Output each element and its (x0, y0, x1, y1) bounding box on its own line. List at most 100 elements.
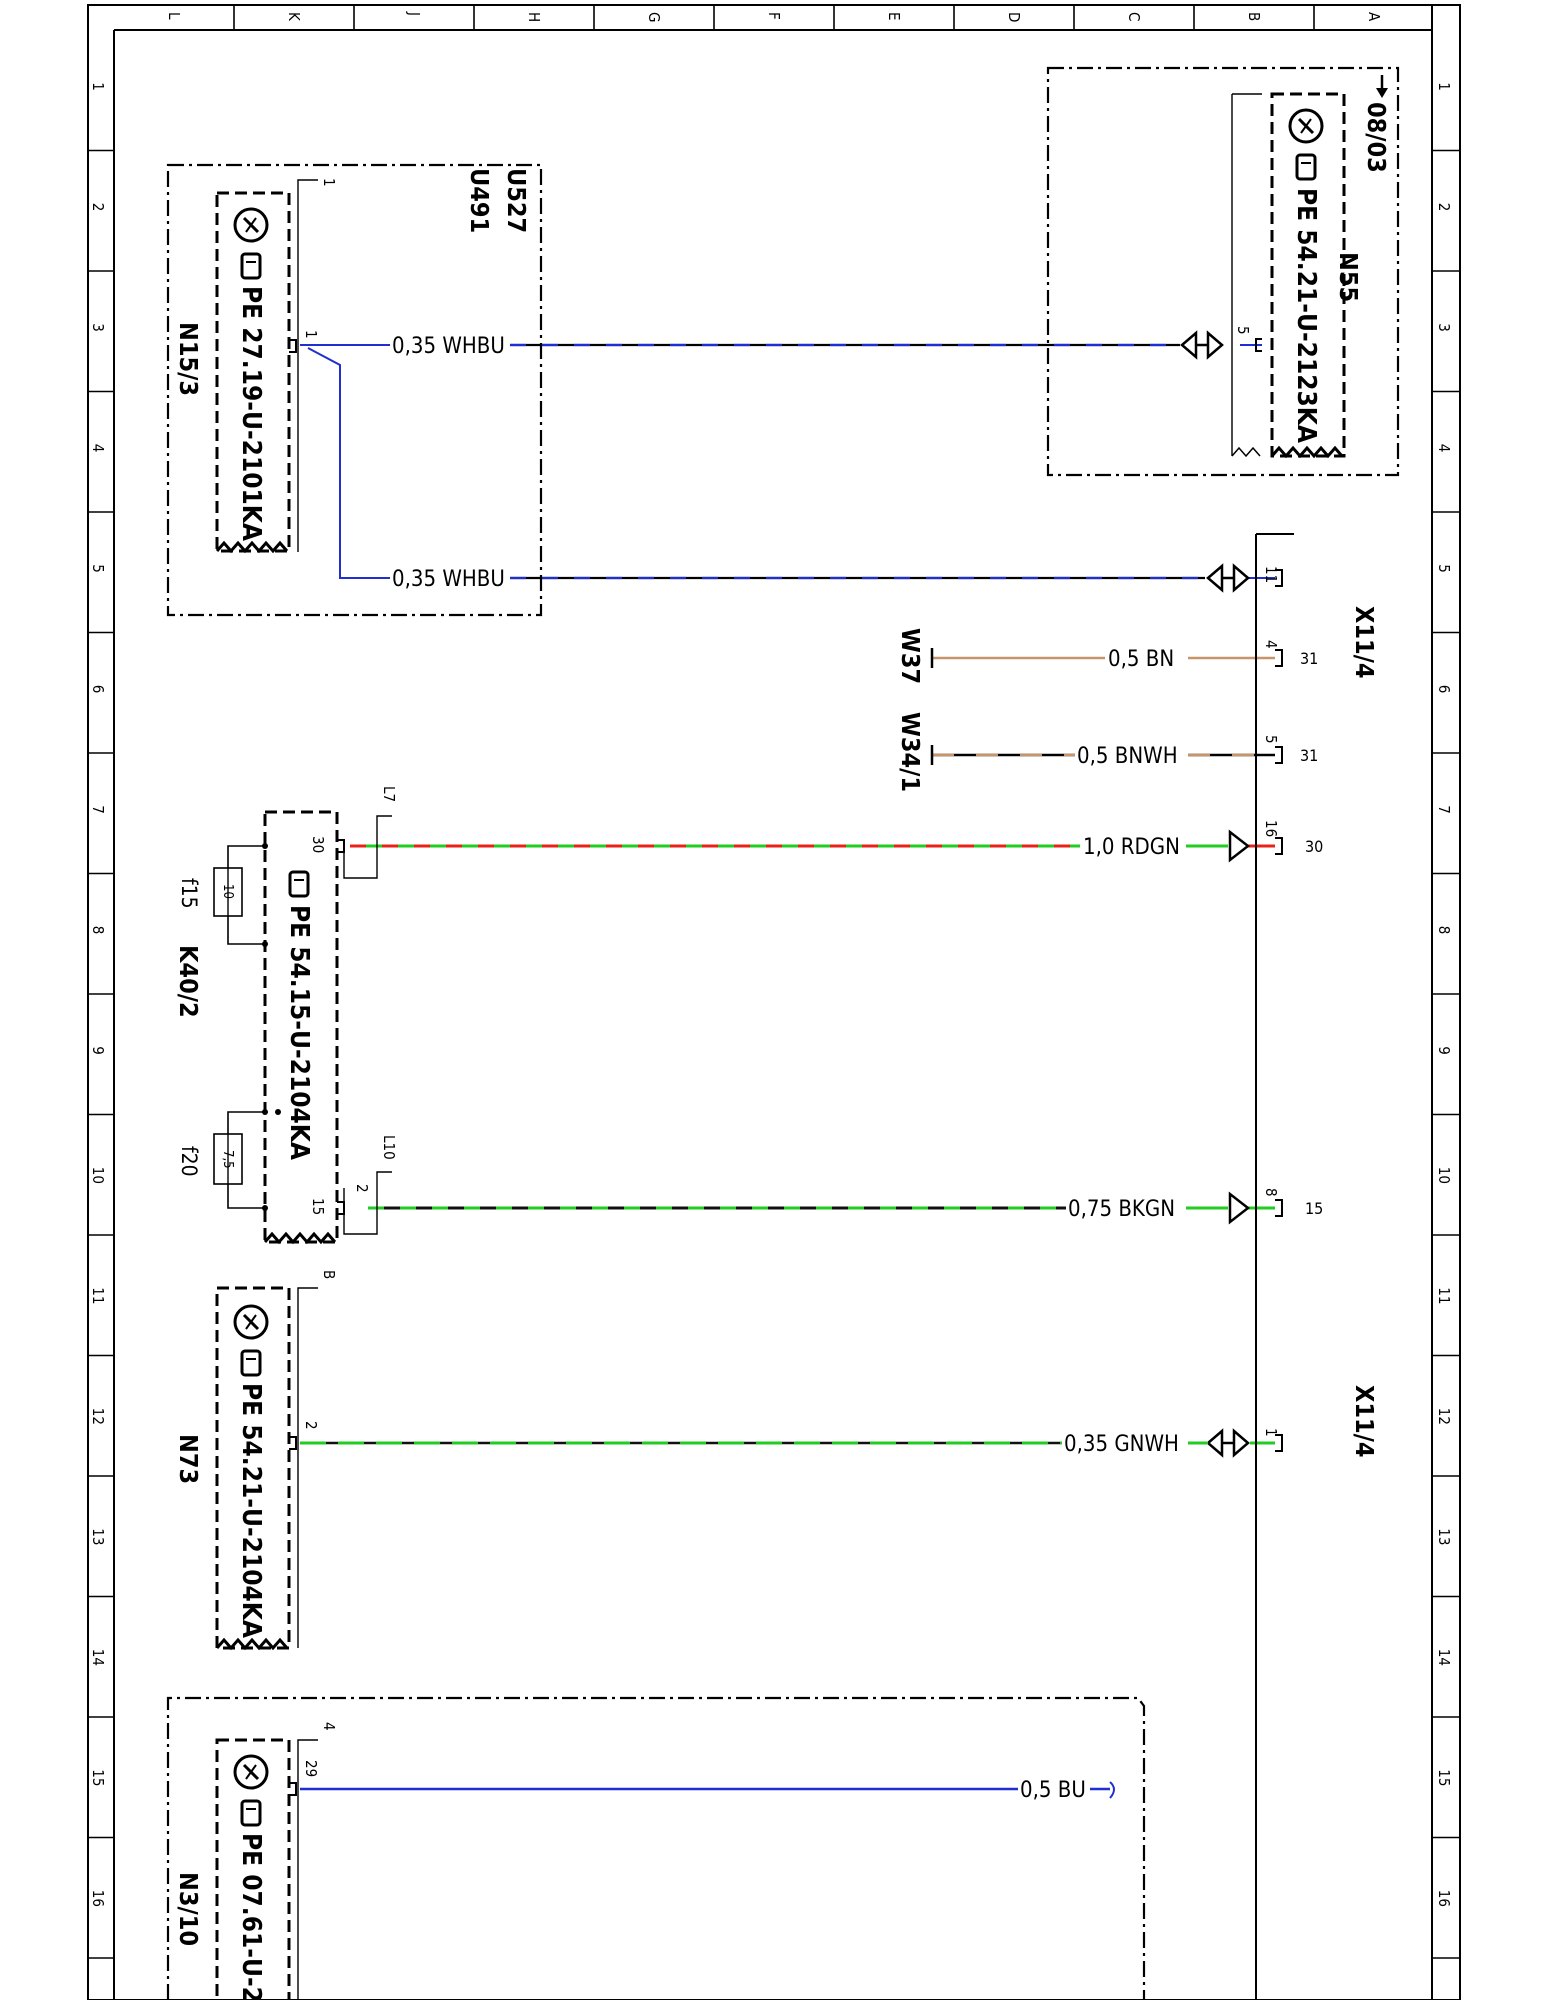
x11-4-connector-bar (1255, 533, 1294, 2000)
n3-10-module (215, 1738, 291, 2005)
component-u491: U491 (465, 168, 494, 233)
wire-label-rdgn: 1,0 RDGN (1083, 835, 1180, 860)
grid-row-label: 16 (1435, 1890, 1453, 1907)
n3-10-connector: 4 (320, 1722, 338, 1731)
n73-connector-bracket (297, 1287, 318, 1648)
grid-column-label: E (885, 12, 903, 21)
pin-8: 8 (1262, 1188, 1280, 1197)
n73-module (215, 1286, 291, 1650)
grid-row-label: 9 (1435, 1046, 1453, 1055)
n55-pin-5-socket (1255, 338, 1262, 352)
n3-10-block-outline (166, 1696, 1146, 2000)
grid-column-label: K (285, 12, 303, 22)
component-x11-4-top: X11/4 (1350, 606, 1379, 679)
wire-whbu-n15-x11 (307, 347, 1275, 580)
n55-break-mark (1270, 445, 1344, 459)
k40-2-break-mark (263, 1231, 337, 1245)
grid-row-label: 14 (1435, 1649, 1453, 1666)
grid-row-label: 2 (1435, 203, 1453, 212)
grid-row-label: 4 (89, 444, 107, 453)
grid-row-label: 7 (1435, 805, 1453, 814)
connector-arrow-x11-pin1 (1188, 1428, 1250, 1458)
component-x11-4-bottom: X11/4 (1350, 1385, 1379, 1458)
n73-pe-reference: PE 54.21-U-2104KA (236, 1383, 266, 1638)
l7-connector-bracket (343, 815, 392, 879)
grid-column-label: F (765, 12, 783, 20)
component-w37: W37 (896, 628, 925, 684)
grid-row-label: 13 (89, 1528, 107, 1545)
connector-l7: L7 (380, 786, 398, 802)
grid-column-label: A (1365, 12, 1383, 22)
n15-3-break-mark (215, 540, 289, 554)
grid-row-label: 12 (1435, 1408, 1453, 1425)
terminal-31-b: 31 (1300, 746, 1318, 765)
n15-3-module (215, 191, 291, 553)
n55-pe-reference: PE 54.21-U-2123KA (1291, 188, 1321, 443)
reference-arrow (1376, 75, 1388, 98)
grid-row-label: 5 (89, 564, 107, 573)
fuse-f20-label: f20 (177, 1146, 201, 1177)
terminal-15: 15 (1305, 1199, 1323, 1218)
grid-row-label: 5 (1435, 564, 1453, 573)
grid-row-label: 10 (1435, 1167, 1453, 1184)
pointing-hand-icon (240, 1799, 262, 1827)
pointing-hand-icon (288, 870, 310, 898)
n73-break-mark (215, 1637, 289, 1651)
grid-row-label: 15 (89, 1769, 107, 1786)
n73-connector: B (320, 1270, 338, 1279)
grid-row-label: 3 (1435, 323, 1453, 332)
grid-row-label: 11 (89, 1287, 107, 1304)
wire-label-bkgn: 0,75 BKGN (1068, 1197, 1175, 1222)
k40-2-pe-reference: PE 54.15-U-2104KA (284, 905, 314, 1160)
wire-bn-w37 (930, 648, 1275, 668)
wire-label-bu: 0,5 BU (1020, 1778, 1086, 1803)
fuse-f15-label: f15 (177, 878, 201, 909)
n3-10-connector-bracket (297, 1739, 318, 2000)
pin-1: 1 (1262, 1428, 1280, 1437)
n15-3-connector-bracket (297, 179, 318, 552)
u527-block-outline (166, 163, 543, 617)
grid-row-label: 15 (1435, 1769, 1453, 1786)
pointing-hand-icon (240, 252, 262, 280)
grid-row-label: 2 (89, 203, 107, 212)
k40-2-pin-15: 15 (309, 1198, 327, 1215)
wire-label-bnwh: 0,5 BNWH (1077, 744, 1178, 769)
grid-row-label: 13 (1435, 1528, 1453, 1545)
wire-rdgn-k40 (350, 829, 1275, 863)
component-n55: N55 (1334, 252, 1363, 302)
n73-pin-2: 2 (302, 1421, 320, 1430)
grid-column-label: H (525, 12, 543, 22)
wire-label-bn: 0,5 BN (1108, 647, 1174, 672)
ecu-icon (233, 1304, 269, 1340)
n15-3-pin-1: 1 (302, 330, 320, 339)
grid-column-label: B (1245, 12, 1263, 21)
grid-row-label: 14 (89, 1649, 107, 1666)
ecu-icon (1288, 108, 1324, 144)
grid-row-label: 1 (1435, 82, 1453, 91)
wire-label-whbu-2: 0,35 WHBU (392, 567, 505, 592)
terminal-31-a: 31 (1300, 649, 1318, 668)
grid-row-label: 8 (1435, 926, 1453, 935)
ecu-icon (233, 1754, 269, 1790)
connector-arrow-x11-pin11 (1206, 563, 1250, 593)
wire-label-gnwh: 0,35 GNWH (1064, 1432, 1179, 1457)
wire-label-whbu-1: 0,35 WHBU (392, 334, 505, 359)
grid-row-label: 11 (1435, 1287, 1453, 1304)
pin-4: 4 (1262, 640, 1280, 649)
pin-11: 11 (1262, 566, 1280, 583)
x11-terminal-labels: 31 31 30 15 (1300, 649, 1323, 1218)
k40-2-module (263, 810, 339, 1244)
component-k40-2: K40/2 (174, 945, 203, 1018)
fuse-f15 (213, 843, 268, 947)
grid-row-label: 16 (89, 1890, 107, 1907)
pointing-hand-icon (1295, 153, 1317, 181)
grid-column-label: J (405, 11, 423, 16)
grid-row-label: 12 (89, 1408, 107, 1425)
l10-connector-bracket (343, 1171, 392, 1235)
fuse-f20-rating: 7,5 (220, 1150, 235, 1169)
wire-bnwh-w34 (930, 745, 1275, 765)
pin-16: 16 (1262, 820, 1280, 837)
wire-bkgn-k40 (368, 1191, 1275, 1225)
n15-3-connector: 1 (320, 178, 338, 187)
